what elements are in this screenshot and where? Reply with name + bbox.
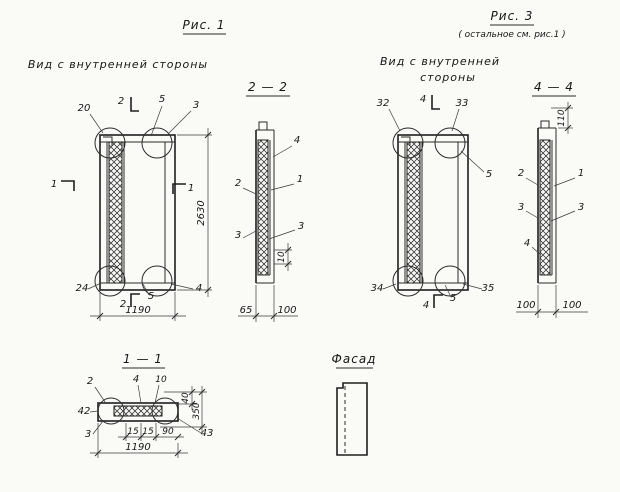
sec11-dim-40: 40 [181,392,191,404]
fig1-callout-24: 24 [76,283,89,294]
sec44-callout-2: 2 [518,168,524,179]
sec11-dim-350: 350 [192,402,202,419]
sec22-dim-10: 10 [277,251,287,263]
sec11-detail-circle-right [151,397,179,425]
fig3-callout-35: 35 [482,283,495,294]
sec11-callout-2: 2 [87,376,93,387]
fig1-detail-circle-botright [141,265,173,297]
fig3-detail-circle-topright [434,127,466,159]
sec11-callout-42: 42 [78,406,91,417]
sec44-dim-100-right: 100 [562,300,581,311]
fig1-detail-circle-botleft [94,265,126,297]
fig1-view-label: Вид с внутренней стороны [28,58,208,71]
fig1-callout-20: 20 [78,103,91,114]
fig1-cutmark-1-right: 1 [188,183,194,194]
sec22-callout-1: 1 [297,174,303,185]
fig3-title: Рис. 3 [491,9,534,23]
fig1-dim-1190: 1190 [125,305,150,316]
fig3-cutmark-4-top: 4 [420,94,426,105]
sec22-callout-3-right: 3 [298,221,304,232]
fig3-subtitle: ( остальное см. рис.1 ) [458,30,565,40]
fig1-detail-circle-topright [141,127,173,159]
section-4-4: 4 — 4 110 2 1 3 3 4 100 100 [516,80,588,318]
facade-title: Фасад [332,352,377,366]
sec11-title: 1 — 1 [123,352,163,366]
fig1-callout-4-bottom: 4 [196,283,202,294]
fig1-title: Рис. 1 [183,18,226,32]
fig1-cutmark-2-bottom: 2 [120,299,126,310]
fig3-detail-circle-botright [434,265,466,297]
fig1-callout-5-bottom: 5 [148,291,154,302]
figure-3: Рис. 3 ( остальное см. рис.1 ) Вид с вну… [371,9,566,311]
fig1-panel-outline [99,134,176,291]
fig1-callout-5-top: 5 [159,94,165,105]
fig3-callout-34: 34 [371,283,384,294]
sec44-dim-110: 110 [557,109,567,126]
sec44-callout-4: 4 [524,238,530,249]
sec11-callout-4: 4 [133,374,139,385]
sec44-dim-100-left: 100 [516,300,535,311]
fig3-callout-5-right: 5 [486,169,492,180]
sec22-callout-3-left: 3 [235,230,241,241]
fig1-cutmark-2-top: 2 [118,96,124,107]
sec11-dim-1190: 1190 [125,442,150,453]
sec44-title: 4 — 4 [534,80,574,94]
fig3-panel-hatch [406,141,421,284]
sec22-callout-4: 4 [294,135,300,146]
section-1-1: 1 — 1 2 4 10 40 350 42 3 43 [78,352,214,458]
section-2-2: 2 — 2 4 2 1 3 3 10 65 100 [235,80,304,322]
fig3-cutmark-4-bottom: 4 [423,300,429,311]
sec11-callout-3: 3 [85,429,91,440]
sec11-hatch [113,405,163,417]
fig3-callout-32: 32 [377,98,390,109]
fig1-panel-hatch [108,141,123,284]
sec11-dim-90: 90 [162,427,174,437]
fig3-detail-circle-topleft [392,127,424,159]
sec11-dim-15a: 15 [127,427,139,437]
facade-outline [336,382,368,456]
fig3-callout-33: 33 [456,98,469,109]
facade-view: Фасад [332,352,377,456]
sec22-dim-100: 100 [277,305,296,316]
sec44-hatch [539,139,551,276]
fig3-view-label-line2: стороны [420,71,476,84]
sec22-hatch [257,139,269,276]
sec22-dim-65: 65 [240,305,253,316]
fig1-detail-circle-topleft [94,127,126,159]
fig1-dim-2630: 2630 [196,200,207,225]
figure-1: Рис. 1 Вид с внутренней стороны 20 2 5 3… [28,18,226,321]
sec44-callout-3-left: 3 [518,202,524,213]
fig3-view-label-line1: Вид с внутренней [380,55,500,68]
sec22-title: 2 — 2 [248,80,288,94]
sec11-dim-15b: 15 [142,427,154,437]
sec44-callout-1: 1 [578,168,584,179]
fig3-panel-outline [397,134,469,291]
fig1-cutmark-1-left: 1 [51,179,57,190]
fig1-callout-3-top: 3 [193,100,199,111]
sec11-callout-43: 43 [201,428,214,439]
sec11-dim-10: 10 [155,375,167,385]
fig3-callout-5-bottom: 5 [450,293,456,304]
sec22-callout-2: 2 [235,178,241,189]
sec44-callout-3-right: 3 [578,202,584,213]
fig3-detail-circle-botleft [392,265,424,297]
